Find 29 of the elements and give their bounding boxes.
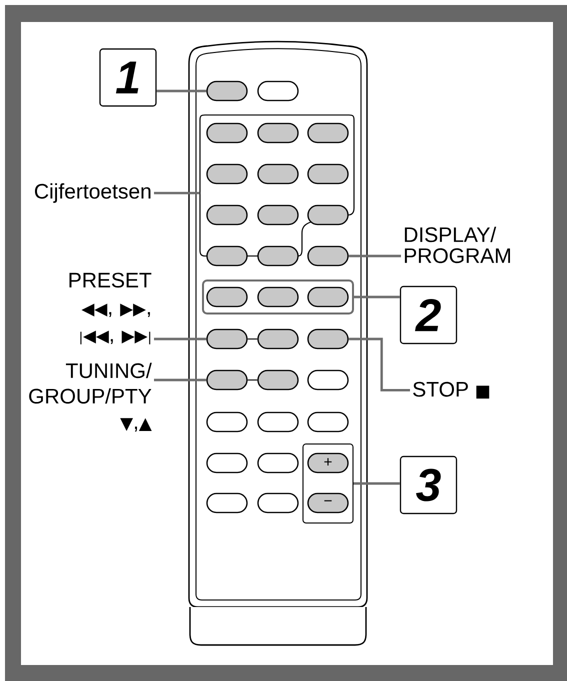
leader-line: [154, 192, 200, 194]
leader-line: [354, 482, 400, 485]
link-line: [247, 338, 258, 340]
leader-line: [348, 338, 410, 392]
callout-label: Cijfertoetsen: [34, 183, 150, 203]
leader-line: [154, 378, 206, 382]
callout-label: STOP ■: [413, 382, 490, 399]
key-group-box: [202, 280, 354, 314]
minus-sign: −: [324, 500, 332, 502]
leader-line: [354, 296, 400, 298]
leader-line: [348, 254, 401, 258]
plus-sign: +: [324, 458, 332, 466]
callout-label: DISPLAY/ PROGRAM: [404, 226, 510, 264]
button: [206, 370, 248, 390]
button: [257, 370, 299, 390]
callout-label: PRESET ◀◀, ▶▶, |◀◀, ▶▶|: [70, 272, 152, 344]
button: [257, 328, 299, 350]
button: [206, 80, 248, 102]
button: [307, 246, 349, 266]
key-group-outline: [199, 114, 355, 257]
button: [307, 328, 349, 350]
button: [206, 328, 248, 350]
leader-line: [156, 90, 206, 92]
callout-label: TUNING/ GROUP/PTY ▼,▲: [29, 362, 152, 432]
callout-number: 2: [400, 286, 458, 344]
callout-number: 3: [400, 456, 458, 514]
key-group-box: [302, 444, 354, 524]
callout-number: 1: [99, 48, 157, 107]
leader-line: [154, 338, 206, 340]
